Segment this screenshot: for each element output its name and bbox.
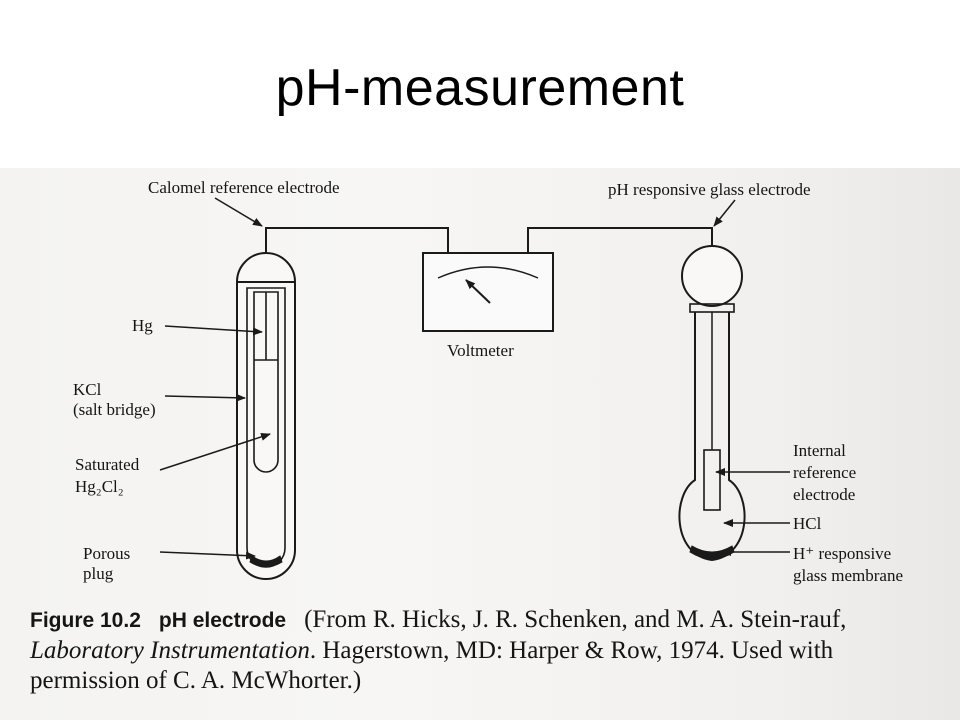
slide-title: pH-measurement <box>275 59 685 117</box>
caption-text-part2: . Hagerstown, MD: Harper & Row, 1974. Us… <box>30 637 834 694</box>
salt-bridge-label: (salt bridge) <box>73 400 156 419</box>
electrode-label: electrode <box>793 485 856 504</box>
hg-label: Hg <box>132 316 153 335</box>
calomel-reference-electrode-label: Calomel reference electrode <box>148 178 340 197</box>
saturated-label: Saturated <box>75 455 140 474</box>
caption-text-part1: (From R. Hicks, J. R. Schenken, and M. A… <box>304 606 847 633</box>
glass-electrode <box>678 245 746 562</box>
glass-electrode-label: pH responsive glass electrode <box>608 180 811 199</box>
plug-label: plug <box>83 564 114 583</box>
kcl-label: KCl <box>73 380 102 399</box>
figure-number: Figure 10.2 <box>30 609 141 632</box>
hg2cl2-label: Hg₂Cl₂ <box>75 477 124 496</box>
porous-label: Porous <box>83 544 131 563</box>
voltmeter-label: Voltmeter <box>447 341 514 360</box>
figure-title: pH electrode <box>158 609 287 632</box>
book-title: Laboratory Instrumentation <box>30 637 310 664</box>
figure-caption: Figure 10.2 pH electrode (From R. Hicks, J… <box>30 605 945 696</box>
calomel-electrode <box>236 252 296 580</box>
voltmeter <box>422 252 554 332</box>
hcl-label: HCl <box>793 514 822 533</box>
connection-wires <box>265 227 713 257</box>
internal-label: Internal <box>793 441 846 460</box>
h-responsive-label: H⁺ responsive <box>793 544 892 563</box>
glass-membrane-label: glass membrane <box>793 566 903 585</box>
label-arrows <box>159 197 790 560</box>
reference-label: reference <box>793 463 857 482</box>
